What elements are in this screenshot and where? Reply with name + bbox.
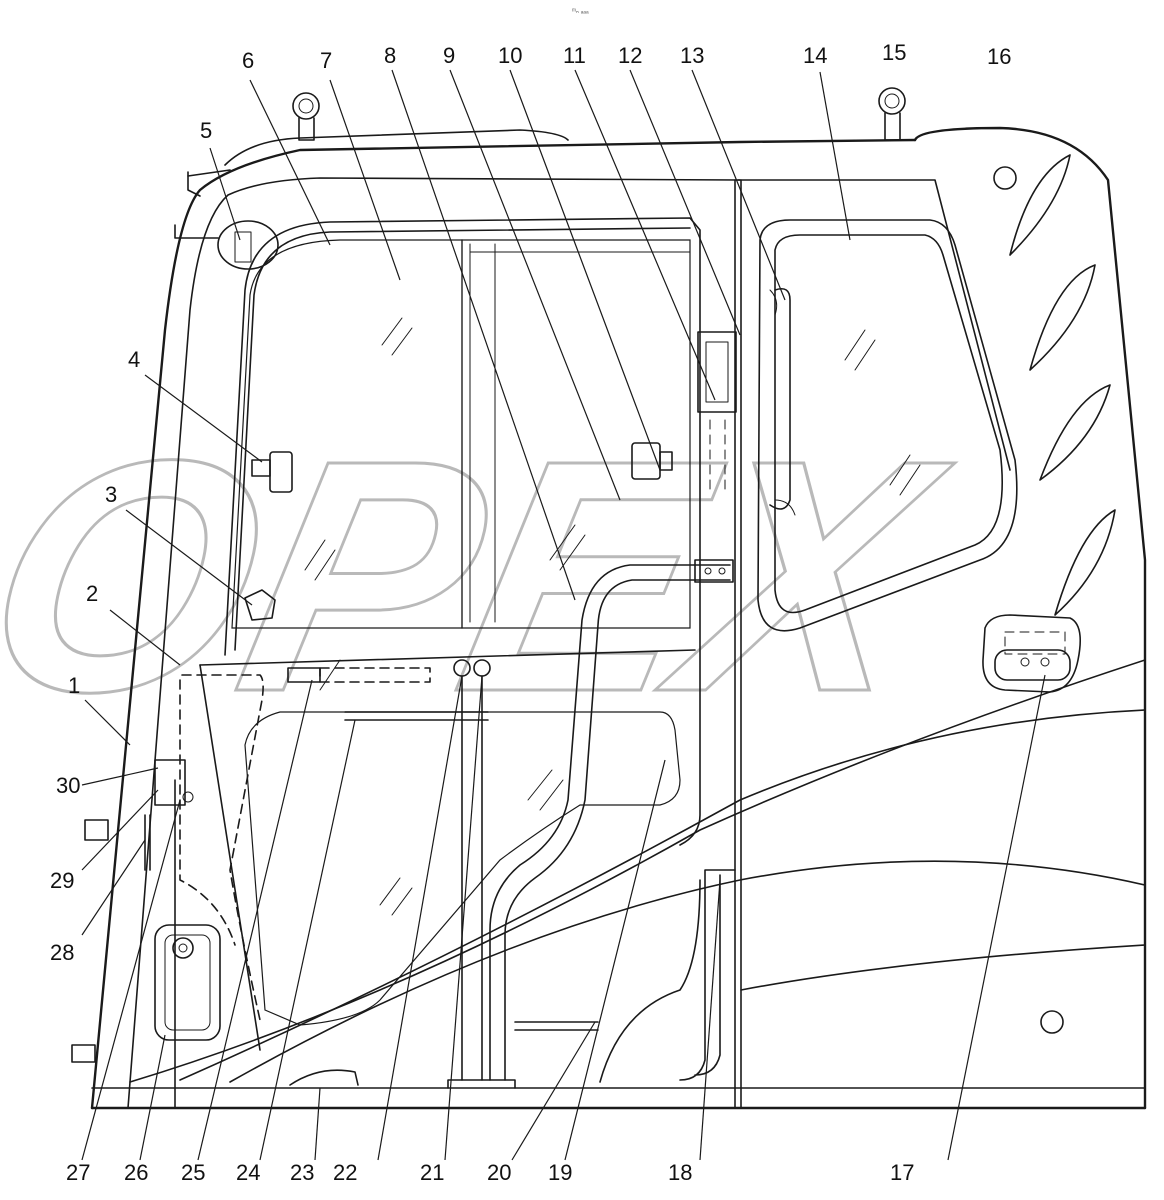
callout-30: 30: [56, 773, 80, 798]
grab-handle: [489, 564, 731, 1081]
window-stop-3: [244, 589, 276, 621]
lifting-eye-right: [878, 87, 906, 141]
outer-door-handle: [154, 924, 221, 1041]
lower-door-glass: [244, 659, 681, 1026]
callout-21: 21: [420, 1160, 444, 1185]
watermark: OPEX: [0, 390, 972, 762]
window-latch: [697, 331, 737, 491]
callout-24: 24: [236, 1160, 260, 1185]
dome-light: [174, 220, 279, 270]
lower-bolt: [1040, 1010, 1064, 1034]
front-upper-glass: [231, 239, 463, 629]
step-plate: [514, 1021, 599, 1031]
callout-26: 26: [124, 1160, 148, 1185]
sliding-window-glass: [461, 239, 691, 629]
callout-3: 3: [105, 482, 117, 507]
callout-16: 16: [987, 44, 1011, 69]
rear-handrail: [679, 869, 736, 1081]
callout-14: 14: [803, 43, 827, 68]
svg-text:OPEX: OPEX: [0, 391, 971, 760]
callout-28: 28: [50, 940, 74, 965]
weather-strip: [769, 287, 791, 510]
side-vents: [1009, 154, 1116, 616]
callout-20: 20: [487, 1160, 511, 1185]
lifting-eye-left: [292, 92, 320, 141]
weather-strip-wave: [769, 289, 796, 516]
callout-19: 19: [548, 1160, 572, 1185]
callout-25: 25: [181, 1160, 205, 1185]
rear-light-16: [993, 166, 1017, 190]
grab-handle-inner: [504, 579, 731, 1081]
cab-outline: [90, 126, 1147, 1110]
callout-1: 1: [68, 673, 80, 698]
handle-bracket: [694, 559, 734, 583]
callout-6: 6: [242, 48, 254, 73]
callout-4: 4: [128, 347, 140, 372]
callout-7: 7: [320, 48, 332, 73]
leader-lines: [81, 69, 1046, 1161]
callout-22: 22: [333, 1160, 357, 1185]
window-stop-4: [251, 451, 293, 493]
rear-latch: [982, 614, 1081, 693]
door-check-rod: [287, 667, 489, 721]
callout-17: 17: [890, 1160, 914, 1185]
door-lock-assembly: [144, 674, 264, 1109]
hinge-pin-lower: [71, 1044, 96, 1063]
callout-27: 27: [66, 1160, 90, 1185]
hinge-pin-upper: [84, 819, 109, 841]
callout-labels: 1 2 3 4 5 6 7 8 9 10 11 12 13 14 15 16 1…: [50, 40, 1011, 1185]
window-stop-10: [631, 442, 673, 480]
callout-12: 12: [618, 43, 642, 68]
callout-8: 8: [384, 43, 396, 68]
callout-10: 10: [498, 43, 522, 68]
callout-11: 11: [563, 43, 586, 68]
callout-15: 15: [882, 40, 906, 65]
callout-18: 18: [668, 1160, 692, 1185]
header-text: ᵐₙ ₐₐₐ: [572, 8, 589, 15]
floor-foot: [289, 1069, 359, 1086]
callout-9: 9: [443, 43, 455, 68]
callout-2: 2: [86, 581, 98, 606]
callout-13: 13: [680, 43, 704, 68]
callout-23: 23: [290, 1160, 314, 1185]
rear-quarter-glass: [757, 219, 1018, 632]
callout-5: 5: [200, 118, 212, 143]
callout-29: 29: [50, 868, 74, 893]
